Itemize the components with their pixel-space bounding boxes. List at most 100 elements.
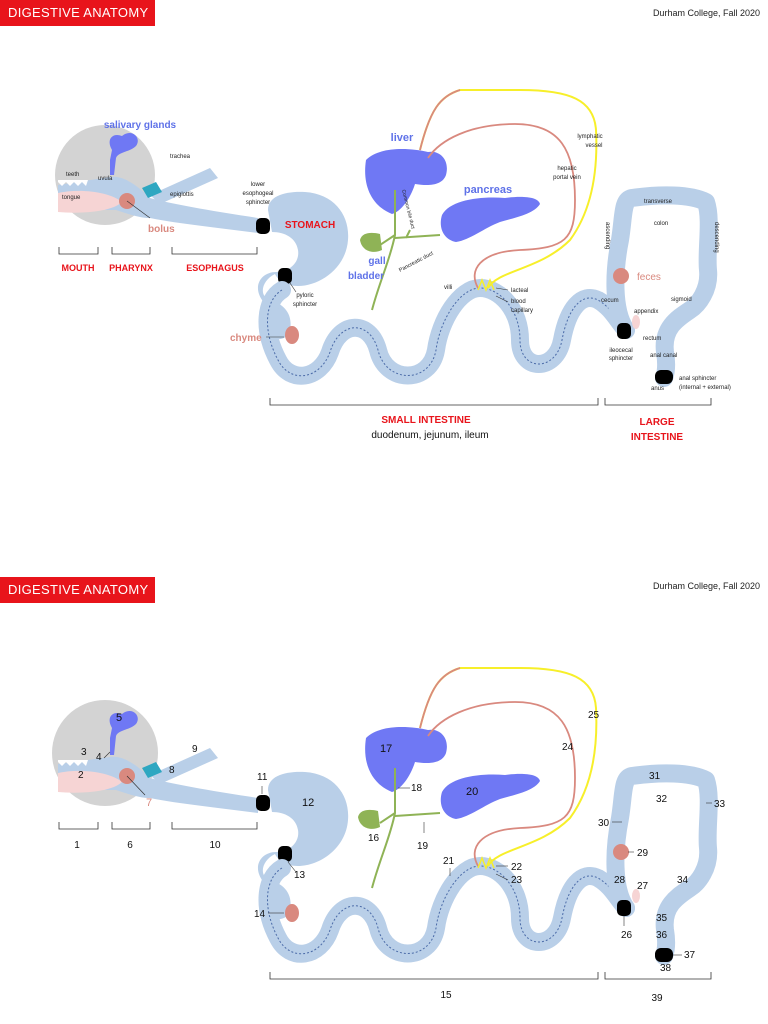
bracket-large-intestine <box>604 398 712 406</box>
label-lymphatic-2: vessel <box>585 143 602 149</box>
label-teeth: teeth <box>66 172 79 178</box>
label-pharynx: PHARYNX <box>109 263 153 273</box>
epiglottis <box>142 182 162 198</box>
label-bladder: bladder <box>348 271 384 282</box>
num-38: 38 <box>660 963 672 974</box>
num-10: 10 <box>209 840 221 851</box>
num-18: 18 <box>411 783 423 794</box>
num-14: 14 <box>254 909 266 920</box>
label-anal-sphincter-2: (internal + external) <box>679 385 731 391</box>
label-cecum: cecum <box>601 298 619 304</box>
num-37: 37 <box>684 950 696 961</box>
bile-duct <box>371 190 441 311</box>
num-34: 34 <box>677 875 689 886</box>
label-common-bile-duct: Common bile duct <box>400 189 416 230</box>
num-12: 12 <box>302 797 314 809</box>
num-21: 21 <box>443 856 455 867</box>
label-anal-canal: anal canal <box>650 353 677 359</box>
label-small-intestine-parts: duodenum, jejunum, ileum <box>371 430 488 441</box>
label-salivary: salivary glands <box>104 120 177 131</box>
label-pancreas: pancreas <box>464 184 512 196</box>
course-label-top: Durham College, Fall 2020 <box>652 8 760 18</box>
label-large-intestine-1: LARGE <box>640 417 675 428</box>
pyloric-sphincter <box>278 268 292 284</box>
label-lower-sphincter-3: sphincter <box>246 200 270 206</box>
label-lacteal: lacteal <box>511 288 528 294</box>
num-29: 29 <box>637 848 649 859</box>
label-hpv-2: portal vein <box>553 175 581 181</box>
num-4: 4 <box>96 752 102 763</box>
label-blood-2: capillary <box>511 308 533 314</box>
label-small-intestine: SMALL INTESTINE <box>381 415 471 426</box>
bracket-small-intestine <box>269 398 599 406</box>
label-stomach: STOMACH <box>285 220 335 231</box>
lower-sphincter <box>256 218 270 234</box>
num-33: 33 <box>714 799 726 810</box>
pancreas <box>440 196 540 242</box>
num-2: 2 <box>78 770 84 781</box>
chyme-blob <box>285 326 299 344</box>
num-8: 8 <box>169 765 175 776</box>
num-24: 24 <box>562 742 574 753</box>
num-30: 30 <box>598 818 610 829</box>
label-appendix: appendix <box>634 309 658 315</box>
num-6: 6 <box>127 840 133 851</box>
anal-sphincter <box>655 370 673 384</box>
teeth <box>58 180 88 186</box>
label-liver: liver <box>391 132 414 144</box>
course-label-bottom: Durham College, Fall 2020 <box>652 581 760 591</box>
label-blood-1: blood <box>511 299 526 305</box>
label-ileocecal-1: ileocecal <box>609 348 632 354</box>
ileocecal-sphincter <box>617 323 631 339</box>
label-lymphatic-1: lymphatic <box>577 134 602 140</box>
bracket-mouth <box>58 247 99 255</box>
label-transverse: transverse <box>644 199 673 205</box>
label-villi: villi <box>444 285 452 291</box>
label-anus: anus <box>651 386 664 392</box>
section-badge-top: DIGESTIVE ANATOMY <box>0 0 155 26</box>
label-feces: feces <box>637 272 661 283</box>
label-pancreatic-duct: Pancreatic duct <box>398 250 435 273</box>
num-23: 23 <box>511 875 523 886</box>
num-20: 20 <box>466 786 478 798</box>
label-rectum: rectum <box>643 336 661 342</box>
label-colon: colon <box>654 221 668 227</box>
num-26: 26 <box>621 930 633 941</box>
numbered-diagram: 3 4 5 2 7 8 9 11 12 13 14 16 17 18 19 20… <box>52 667 726 1004</box>
num-15: 15 <box>440 990 452 1001</box>
section-badge-bottom: DIGESTIVE ANATOMY <box>0 577 155 603</box>
trachea <box>150 168 218 204</box>
num-32: 32 <box>656 794 668 805</box>
num-22: 22 <box>511 862 523 873</box>
label-uvula: uvula <box>98 176 113 182</box>
num-28: 28 <box>614 875 626 886</box>
label-lower-sphincter-1: lower <box>251 182 265 188</box>
label-epiglottis: epiglottis <box>170 192 194 198</box>
label-ascending: ascending <box>604 222 610 249</box>
label-sigmoid: sigmoid <box>671 297 692 303</box>
num-36: 36 <box>656 930 668 941</box>
label-mouth: MOUTH <box>62 263 95 273</box>
label-pyloric-1: pyloric <box>296 293 313 299</box>
num-27: 27 <box>637 881 649 892</box>
oral-tract <box>58 176 258 233</box>
label-lower-sphincter-2: esophogeal <box>242 191 273 197</box>
num-35: 35 <box>656 913 668 924</box>
num-3: 3 <box>81 747 87 758</box>
small-intestine <box>258 278 635 385</box>
label-chyme: chyme <box>230 333 262 344</box>
villi-line <box>267 287 627 377</box>
label-descending: descending <box>713 222 719 253</box>
label-gall: gall <box>368 256 385 267</box>
num-1: 1 <box>74 840 80 851</box>
villus-marker <box>477 277 495 293</box>
bracket-esophagus <box>171 247 258 255</box>
label-anal-sphincter-1: anal sphincter <box>679 376 716 382</box>
large-intestine <box>606 186 718 387</box>
num-19: 19 <box>417 841 429 852</box>
label-pyloric-2: sphincter <box>293 302 317 308</box>
labeled-diagram: salivary glands trachea teeth uvula epig… <box>55 89 731 443</box>
tongue <box>58 190 122 213</box>
label-trachea: trachea <box>170 154 191 160</box>
num-5: 5 <box>116 712 122 724</box>
